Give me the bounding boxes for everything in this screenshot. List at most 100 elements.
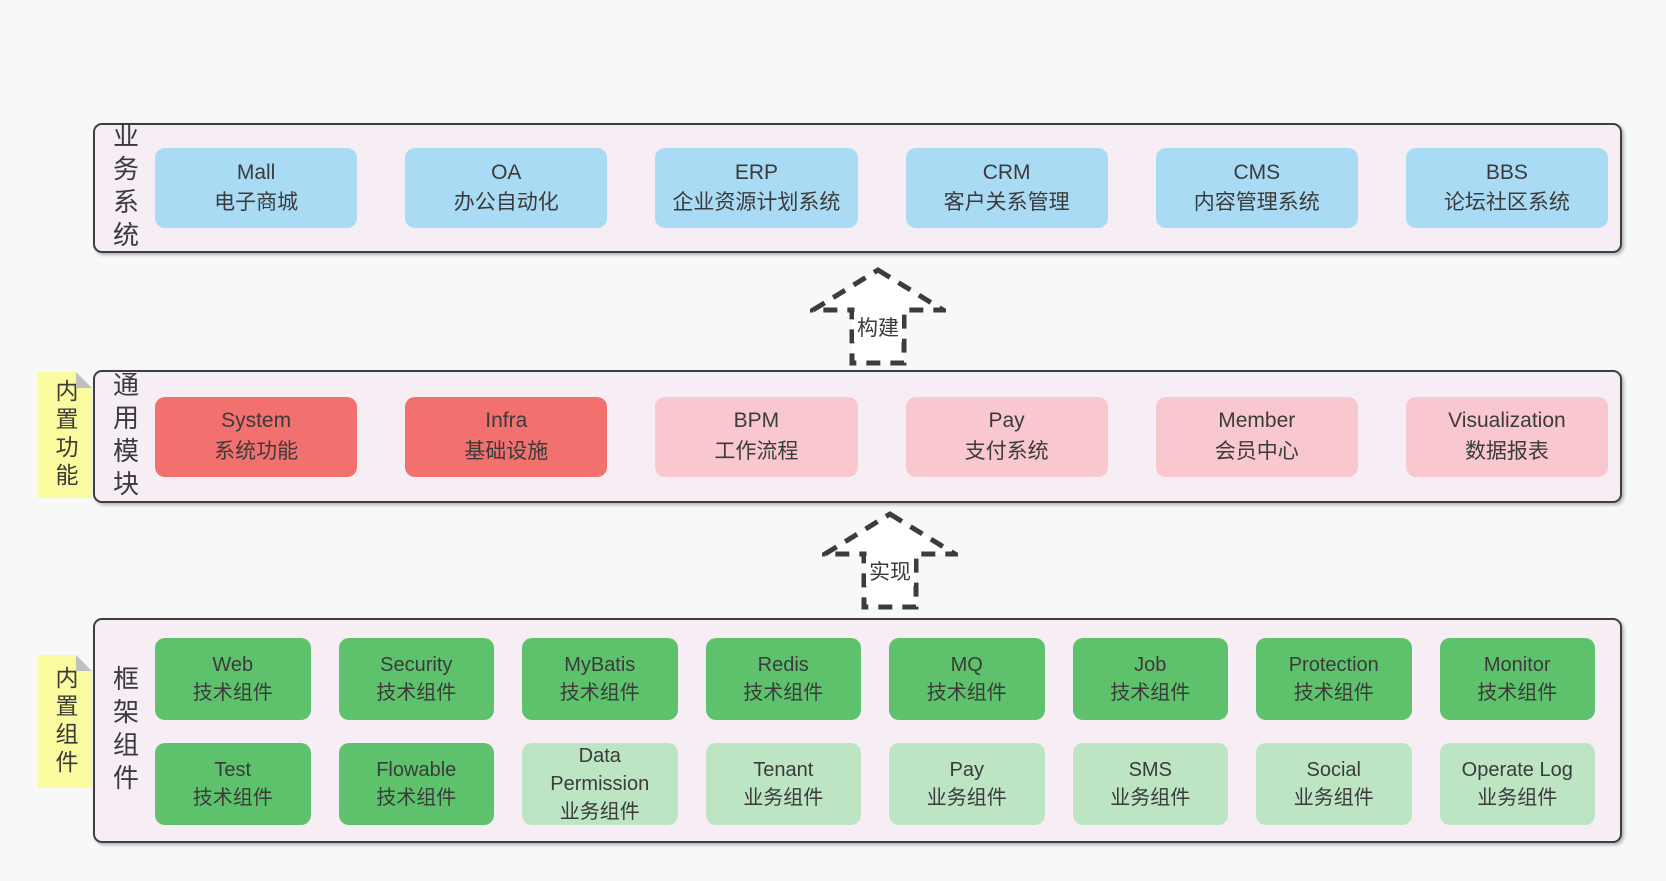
box-subtitle: 技术组件	[192, 787, 273, 809]
box-job: Job 技术组件	[1072, 638, 1228, 720]
box-title: Redis	[757, 654, 809, 676]
box-mall: Mall 电子商城	[155, 148, 358, 228]
box-title: Pay	[988, 409, 1025, 433]
box-subtitle: 支付系统	[964, 439, 1049, 463]
box-protection: Protection 技术组件	[1256, 638, 1412, 720]
band-modules-row: System 系统功能 Infra 基础设施 BPM 工作流程 Pay 支付系统…	[155, 396, 1620, 477]
box-title: Mall	[236, 160, 276, 184]
box-subtitle: 业务组件	[559, 801, 640, 823]
box-sms: SMS 业务组件	[1072, 743, 1228, 825]
box-subtitle: 业务组件	[926, 787, 1007, 809]
box-title: Pay	[949, 759, 984, 781]
box-mq: MQ 技术组件	[889, 638, 1045, 720]
band-components-label: 框架组件	[95, 620, 155, 841]
box-title: Flowable	[376, 759, 457, 781]
framework-row-2: Test 技术组件 Flowable 技术组件 Data Permission …	[155, 743, 1595, 825]
band-label-text: 框架组件	[109, 664, 140, 797]
box-title: Tenant	[753, 759, 814, 781]
box-title: OA	[491, 160, 522, 184]
box-operate-log: Operate Log 业务组件	[1439, 743, 1595, 825]
box-system: System 系统功能	[155, 396, 358, 477]
box-title: MQ	[950, 654, 983, 676]
box-erp: ERP 企业资源计划系统	[655, 148, 858, 228]
box-infra: Infra 基础设施	[405, 396, 608, 477]
box-data-permission: Data Permission 业务组件	[522, 743, 678, 825]
box-mybatis: MyBatis 技术组件	[522, 638, 678, 720]
box-title: System	[221, 409, 292, 433]
band-business-rows: Mall 电子商城 OA 办公自动化 ERP 企业资源计划系统 CRM 客户关系…	[155, 125, 1620, 251]
box-bpm: BPM 工作流程	[655, 396, 858, 477]
note-builtin-functions: 内置功能	[38, 372, 92, 498]
box-security: Security 技术组件	[338, 638, 494, 720]
box-title: Test	[214, 759, 252, 781]
band-common-modules: 通用模块 System 系统功能 Infra 基础设施 BPM 工作流程 Pay	[93, 370, 1622, 503]
box-title: Job	[1134, 654, 1167, 676]
box-pay-system: Pay 支付系统	[905, 396, 1108, 477]
implement-arrow-label: 实现	[866, 556, 914, 586]
box-title: BPM	[733, 409, 780, 433]
box-web: Web 技术组件	[155, 638, 311, 720]
box-title: ERP	[734, 160, 779, 184]
box-subtitle: 内容管理系统	[1193, 191, 1320, 214]
box-subtitle: 技术组件	[192, 682, 273, 704]
box-subtitle: 技术组件	[926, 682, 1007, 704]
note-text: 内置功能	[52, 379, 78, 491]
fold-corner-icon	[76, 655, 92, 671]
box-tenant: Tenant 业务组件	[705, 743, 861, 825]
band-label-text: 业务系统	[109, 122, 140, 254]
box-subtitle: 技术组件	[376, 787, 457, 809]
box-subtitle: 客户关系管理	[943, 191, 1070, 214]
box-monitor: Monitor 技术组件	[1439, 638, 1595, 720]
box-test: Test 技术组件	[155, 743, 311, 825]
band-business-row: Mall 电子商城 OA 办公自动化 ERP 企业资源计划系统 CRM 客户关系…	[155, 148, 1620, 228]
band-components-rows: Web 技术组件 Security 技术组件 MyBatis 技术组件 Redi…	[155, 620, 1620, 841]
box-subtitle: 电子商城	[214, 191, 299, 214]
box-title: Security	[380, 654, 453, 676]
box-subtitle: 技术组件	[743, 682, 824, 704]
box-visualization: Visualization 数据报表	[1405, 396, 1609, 477]
box-title: BBS	[1485, 160, 1528, 184]
box-title: Infra	[485, 409, 528, 433]
build-arrow-label: 构建	[854, 312, 902, 342]
band-business-systems: 业务系统 Mall 电子商城 OA 办公自动化 ERP 企业资源计划系统 CRM	[93, 122, 1622, 254]
box-title: CRM	[982, 160, 1031, 184]
box-title: Operate Log	[1461, 759, 1573, 781]
band-business-label: 业务系统	[95, 122, 155, 254]
box-subtitle: 技术组件	[559, 682, 640, 704]
box-flowable: Flowable 技术组件	[338, 743, 494, 825]
box-subtitle: 业务组件	[743, 787, 824, 809]
note-text: 内置组件	[52, 665, 78, 778]
band-label-text: 通用模块	[109, 370, 140, 503]
box-title: SMS	[1128, 759, 1172, 781]
box-title: Member	[1218, 409, 1296, 433]
box-title: Web	[212, 654, 254, 676]
band-framework-components: 框架组件 Web 技术组件 Security 技术组件 MyBatis 技术组件…	[93, 618, 1622, 843]
box-subtitle: 会员中心	[1214, 439, 1299, 463]
box-subtitle: 技术组件	[1110, 682, 1191, 704]
box-subtitle: 论坛社区系统	[1443, 191, 1570, 214]
box-subtitle: 办公自动化	[453, 191, 559, 214]
box-subtitle: 业务组件	[1110, 787, 1191, 809]
box-title: Visualization	[1448, 409, 1566, 433]
framework-row-1: Web 技术组件 Security 技术组件 MyBatis 技术组件 Redi…	[155, 638, 1595, 720]
implement-arrow: 实现	[822, 510, 958, 610]
box-oa: OA 办公自动化	[405, 148, 608, 228]
box-member: Member 会员中心	[1155, 396, 1358, 477]
box-title: Social	[1306, 759, 1361, 781]
build-arrow: 构建	[810, 266, 946, 366]
box-title: Monitor	[1483, 654, 1551, 676]
note-builtin-components: 内置组件	[38, 655, 92, 788]
box-title: Protection	[1288, 654, 1379, 676]
box-subtitle: 工作流程	[714, 439, 799, 463]
box-pay-component: Pay 业务组件	[889, 743, 1045, 825]
box-subtitle: 基础设施	[464, 439, 549, 463]
box-subtitle: 技术组件	[1293, 682, 1374, 704]
box-crm: CRM 客户关系管理	[905, 148, 1108, 228]
box-redis: Redis 技术组件	[705, 638, 861, 720]
box-social: Social 业务组件	[1256, 743, 1412, 825]
box-subtitle: 技术组件	[376, 682, 457, 704]
box-subtitle: 系统功能	[214, 439, 299, 463]
band-modules-rows: System 系统功能 Infra 基础设施 BPM 工作流程 Pay 支付系统…	[155, 372, 1620, 501]
box-subtitle: 技术组件	[1477, 682, 1558, 704]
